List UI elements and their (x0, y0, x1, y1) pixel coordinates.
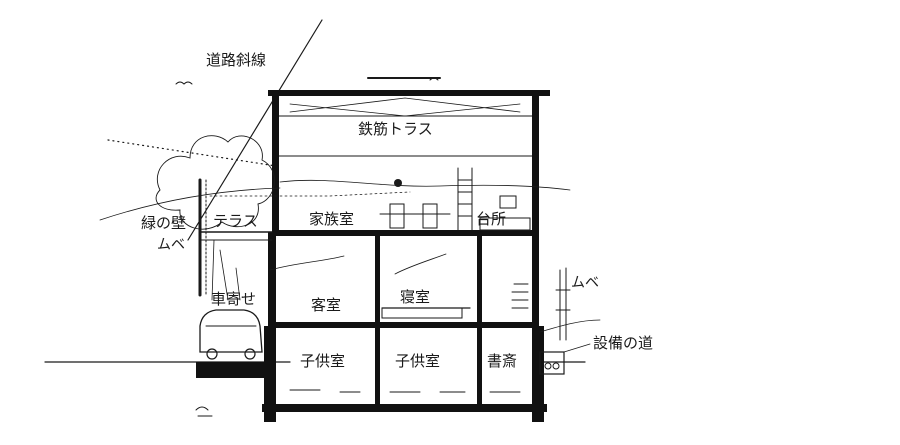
ladder (457, 167, 473, 231)
label-carport: 車寄せ (211, 290, 257, 308)
utility-pit (539, 351, 565, 375)
label-child-room-2: 子供室 (395, 352, 441, 370)
airflow-arrow (269, 255, 345, 271)
kitchen-appliance (499, 195, 517, 209)
airflow-arrow (539, 319, 601, 333)
left-wall-upper (272, 92, 279, 232)
utility-leader (563, 343, 591, 353)
label-utility-path: 設備の道 (593, 334, 654, 352)
basement-slab (262, 404, 547, 412)
tree-foliage (155, 135, 275, 230)
right-wall-upper (532, 92, 539, 232)
right-wall-mid (532, 232, 539, 328)
airflow-arrow (209, 191, 411, 197)
right-wall-lower (532, 326, 544, 422)
airflow-arrow (279, 179, 571, 191)
drawing-mark (195, 406, 213, 417)
label-kitchen: 台所 (476, 210, 507, 228)
label-child-room-1: 子供室 (300, 352, 346, 370)
bed (381, 307, 463, 319)
label-road-setback: 道路斜線 (206, 51, 267, 69)
road-setback-line (187, 19, 323, 241)
roof-slab (268, 90, 550, 96)
label-guest-room: 客室 (311, 296, 342, 314)
foundation-left (196, 362, 276, 378)
kitchen-counter (479, 217, 531, 231)
label-family-room: 家族室 (309, 210, 355, 228)
car-wheel (206, 348, 218, 360)
label-bedroom: 寝室 (400, 288, 431, 306)
label-study: 書斎 (487, 352, 518, 370)
utility-pipe (544, 362, 552, 370)
dotted-sightline (107, 139, 277, 167)
partition-2 (477, 232, 482, 410)
car-body (199, 309, 263, 353)
chair-1 (389, 203, 405, 229)
first-floor-slab (272, 322, 537, 328)
label-terrace: テラス (213, 212, 258, 230)
partition-1 (375, 232, 380, 410)
second-floor-slab (272, 230, 537, 236)
label-mube-left: ムベ (157, 237, 185, 253)
bird-sketch (175, 81, 193, 85)
label-steel-truss: 鉄筋トラス (358, 120, 433, 138)
chair-2 (422, 203, 438, 229)
airflow-arrow (394, 253, 447, 275)
label-mube-right: ムベ (571, 275, 599, 291)
car-wheel (244, 348, 256, 360)
stair (511, 283, 529, 309)
left-wall-mid (268, 232, 276, 328)
airflow-arrow (99, 187, 281, 221)
vine (211, 239, 241, 301)
desk-lines (289, 389, 521, 393)
mube-vine-right (555, 267, 571, 341)
truss-web (289, 97, 521, 117)
label-green-wall: 緑の壁 (141, 214, 187, 232)
utility-pipe (552, 362, 560, 370)
